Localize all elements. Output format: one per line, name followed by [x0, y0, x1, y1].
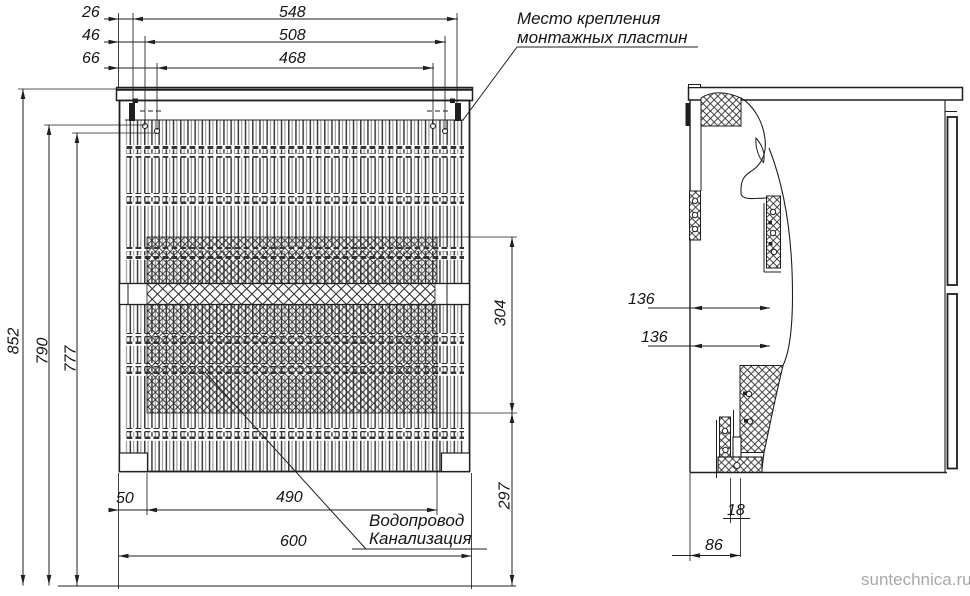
dim-50: 50: [116, 490, 134, 507]
dim-548: 548: [279, 4, 306, 21]
dim-600: 600: [280, 533, 307, 550]
dim-508: 508: [279, 27, 306, 44]
dim-46: 46: [82, 27, 100, 44]
dim-852: 852: [5, 327, 23, 355]
plumbing-label-line1: Водопровод: [369, 511, 465, 530]
side-dimensions: [648, 305, 770, 558]
front-dimensions: [18, 13, 750, 589]
dim-790: 790: [34, 337, 52, 365]
dim-136-top: 136: [628, 291, 655, 308]
dim-490: 490: [276, 489, 303, 506]
dim-66: 66: [82, 50, 100, 67]
dim-468: 468: [279, 50, 306, 67]
plumbing-label-line2: Канализация: [369, 529, 472, 548]
dim-18: 18: [727, 502, 745, 519]
mounting-label-line2: монтажных пластин: [517, 28, 688, 47]
dim-26: 26: [82, 4, 100, 21]
dim-777: 777: [62, 345, 80, 373]
dim-304: 304: [492, 299, 510, 327]
dim-86: 86: [705, 537, 723, 554]
dim-136-bottom: 136: [641, 329, 668, 346]
side-view: [685, 84, 964, 478]
front-view: [115, 86, 474, 473]
watermark: suntechnica.ru: [861, 570, 970, 589]
dim-297: 297: [496, 482, 514, 510]
mounting-label-line1: Место крепления: [517, 9, 661, 28]
